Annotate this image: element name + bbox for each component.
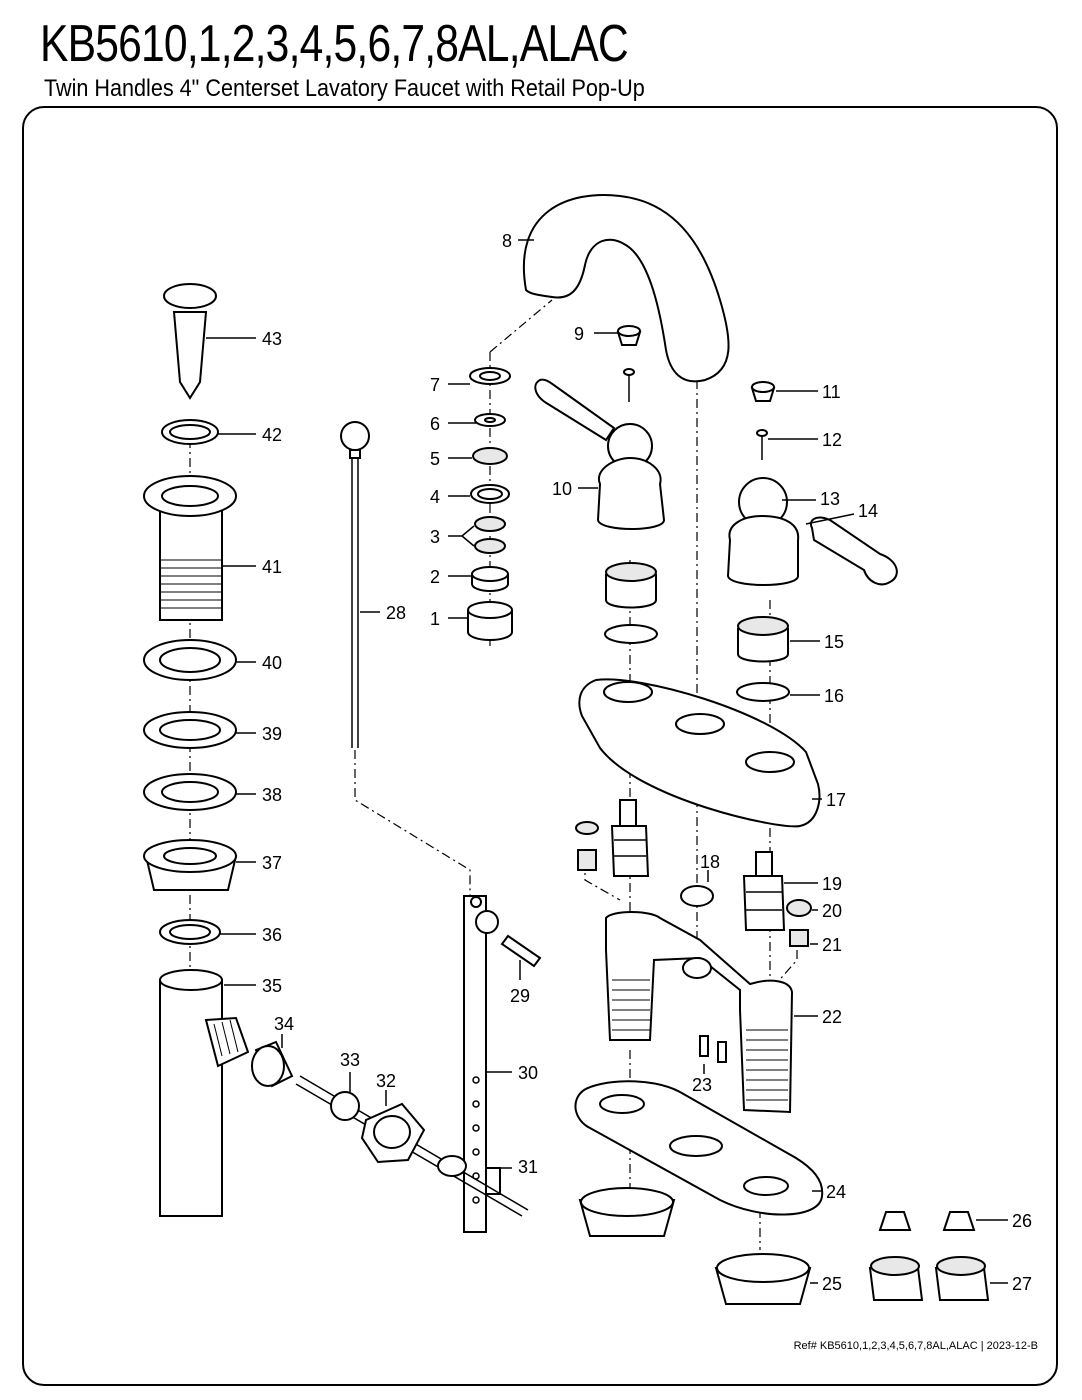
callout-37: 37 — [262, 853, 282, 873]
callout-13: 13 — [820, 489, 840, 509]
callout-31: 31 — [518, 1157, 538, 1177]
callout-43: 43 — [262, 329, 282, 349]
callout-18: 18 — [700, 852, 720, 872]
callout-3: 3 — [430, 527, 440, 547]
callout-32: 32 — [376, 1071, 396, 1091]
callout-33: 33 — [340, 1050, 360, 1070]
callout-41: 41 — [262, 557, 282, 577]
model-title: KB5610,1,2,3,4,5,6,7,8AL,ALAC — [40, 15, 629, 73]
callout-34: 34 — [274, 1014, 294, 1034]
callout-39: 39 — [262, 724, 282, 744]
callout-19: 19 — [822, 874, 842, 894]
callout-20: 20 — [822, 901, 842, 921]
callout-26: 26 — [1012, 1211, 1032, 1231]
callout-5: 5 — [430, 449, 440, 469]
callout-28: 28 — [386, 603, 406, 623]
callout-30: 30 — [518, 1063, 538, 1083]
callout-21: 21 — [822, 935, 842, 955]
callout-11: 11 — [822, 382, 841, 402]
callout-6: 6 — [430, 414, 440, 434]
callout-12: 12 — [822, 430, 842, 450]
callout-16: 16 — [824, 686, 844, 706]
callout-9: 9 — [574, 324, 584, 344]
callout-14: 14 — [858, 501, 878, 521]
leader-lines — [206, 239, 1008, 1284]
callout-2: 2 — [430, 567, 440, 587]
callout-17: 17 — [826, 790, 846, 810]
callout-24: 24 — [826, 1182, 846, 1202]
model-subtitle: Twin Handles 4" Centerset Lavatory Fauce… — [44, 75, 645, 102]
callout-10: 10 — [552, 479, 572, 499]
callout-1: 1 — [430, 609, 440, 629]
callout-25: 25 — [822, 1274, 842, 1294]
callout-29: 29 — [510, 986, 530, 1006]
callout-42: 42 — [262, 425, 282, 445]
callout-40: 40 — [262, 653, 282, 673]
callout-27: 27 — [1012, 1274, 1032, 1294]
reference-footer: Ref# KB5610,1,2,3,4,5,6,7,8AL,ALAC | 202… — [793, 1340, 1038, 1352]
callout-38: 38 — [262, 785, 282, 805]
callout-35: 35 — [262, 976, 282, 996]
callout-22: 22 — [822, 1007, 842, 1027]
callout-8: 8 — [502, 231, 512, 251]
callout-36: 36 — [262, 925, 282, 945]
callout-15: 15 — [824, 632, 844, 652]
callout-labels: 8 7 6 5 4 3 2 1 9 10 11 12 13 14 15 16 1… — [262, 231, 1032, 1294]
callout-23: 23 — [692, 1075, 712, 1095]
callout-4: 4 — [430, 487, 440, 507]
callout-7: 7 — [430, 375, 440, 395]
diagram-frame — [22, 106, 1058, 1386]
